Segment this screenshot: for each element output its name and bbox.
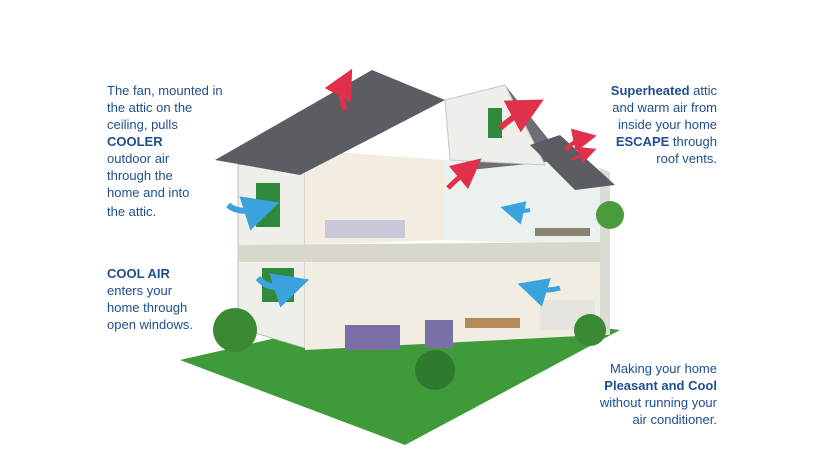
caption-fan-line: outdoor air [107, 151, 170, 166]
tree-right [596, 201, 624, 229]
blue-curved-arrow-icon [517, 278, 561, 307]
red-up-arrow-icon [446, 158, 482, 190]
sofa [345, 325, 400, 350]
caption-cool-air-line: open windows. [107, 317, 193, 332]
caption-pleasant-line: without running your [599, 395, 717, 410]
caption-fan-line: the attic on the [107, 100, 193, 115]
caption-superheated-rest: attic [689, 83, 717, 98]
gable-vent [488, 108, 502, 138]
caption-pleasant-line: air conditioner. [632, 412, 717, 427]
caption-escape-highlight: ESCAPE [615, 134, 670, 149]
caption-superheated-line: roof vents. [656, 151, 717, 166]
caption-superheated: Superheated attic and warm air from insi… [611, 82, 717, 167]
bed [325, 220, 405, 238]
caption-cool-air: COOL AIR enters your home through open w… [107, 265, 193, 333]
shrub-right [574, 314, 606, 346]
caption-fan-line: home and into [107, 185, 190, 200]
red-up-arrow-icon [324, 68, 353, 112]
right-wall [600, 168, 610, 335]
red-up-arrow-icon [563, 128, 597, 153]
caption-fan-line: the attic. [107, 204, 157, 219]
caption-superheated-highlight: Superheated [610, 83, 690, 98]
dormer-roof [530, 135, 615, 190]
floor-slab [238, 242, 600, 262]
shrub-front [415, 350, 455, 390]
caption-fan-line: through the [107, 168, 173, 183]
blue-curved-arrow-icon [226, 196, 280, 231]
main-roof [215, 70, 445, 175]
caption-fan-highlight: COOLER [107, 134, 163, 149]
caption-pleasant-line: Making your home [610, 361, 717, 376]
blue-curved-arrow-icon [500, 201, 531, 225]
caption-escape-rest: through [669, 134, 717, 149]
armchair [425, 320, 453, 348]
caption-cool-air-line: home through [107, 300, 188, 315]
dining-table [465, 318, 520, 328]
caption-fan-line: ceiling, pulls [107, 117, 178, 132]
caption-pleasant-highlight: Pleasant and Cool [604, 378, 717, 393]
caption-superheated-line: inside your home [618, 117, 717, 132]
caption-superheated-line: and warm air from [612, 100, 717, 115]
shrub-left [213, 308, 257, 352]
caption-cool-air-highlight: COOL AIR [107, 266, 170, 281]
caption-cool-air-line: enters your [107, 283, 173, 298]
caption-pleasant: Making your home Pleasant and Cool witho… [600, 360, 717, 428]
caption-fan-line: The fan, mounted in [107, 83, 223, 98]
caption-superheated-line: ESCAPE through [611, 133, 717, 150]
upper-window [256, 183, 280, 227]
blue-curved-arrow-icon [255, 273, 310, 308]
caption-fan: The fan, mounted in the attic on the cei… [107, 82, 223, 220]
red-up-arrow-icon [571, 146, 597, 164]
red-up-arrow-icon [498, 99, 544, 133]
caption-superheated-line: Superheated attic [611, 82, 717, 99]
desk [535, 228, 590, 236]
